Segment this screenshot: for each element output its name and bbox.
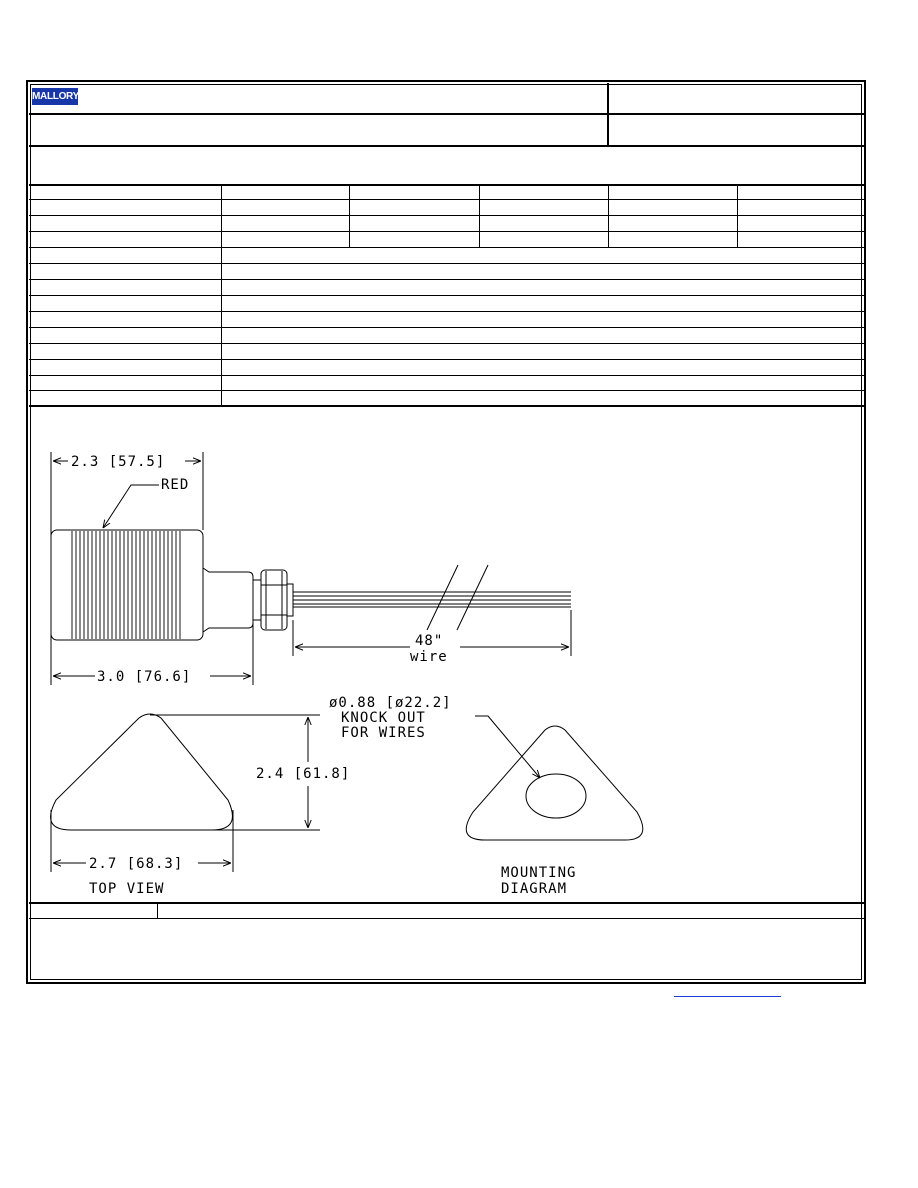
side-width-dimension: 2.3 [57.5] — [71, 454, 165, 470]
knockout-diameter: ø0.88 [ø22.2] — [329, 695, 452, 711]
top-view — [50, 713, 320, 872]
mounting-diagram — [465, 715, 644, 841]
knockout-wires-label: FOR WIRES — [341, 725, 426, 741]
spec-sheet-frame: MALLORY — [30, 84, 862, 980]
diagram-label: DIAGRAM — [501, 881, 567, 897]
height-dimension: 2.4 [61.8] — [256, 766, 350, 782]
spec-sheet: MALLORY — [26, 80, 866, 984]
side-view — [50, 452, 572, 685]
top-view-label: TOP VIEW — [89, 881, 164, 897]
width-dimension: 2.7 [68.3] — [89, 856, 183, 872]
side-length-dimension: 3.0 [76.6] — [97, 669, 191, 685]
footer-link[interactable] — [674, 996, 781, 997]
wire-label: wire — [410, 649, 448, 665]
mounting-label: MOUNTING — [501, 865, 576, 881]
wire-length-dimension: 48" — [415, 633, 443, 649]
mallory-logo: MALLORY — [32, 88, 79, 105]
red-label: RED — [161, 477, 189, 493]
knockout-label: KNOCK OUT — [341, 710, 426, 726]
